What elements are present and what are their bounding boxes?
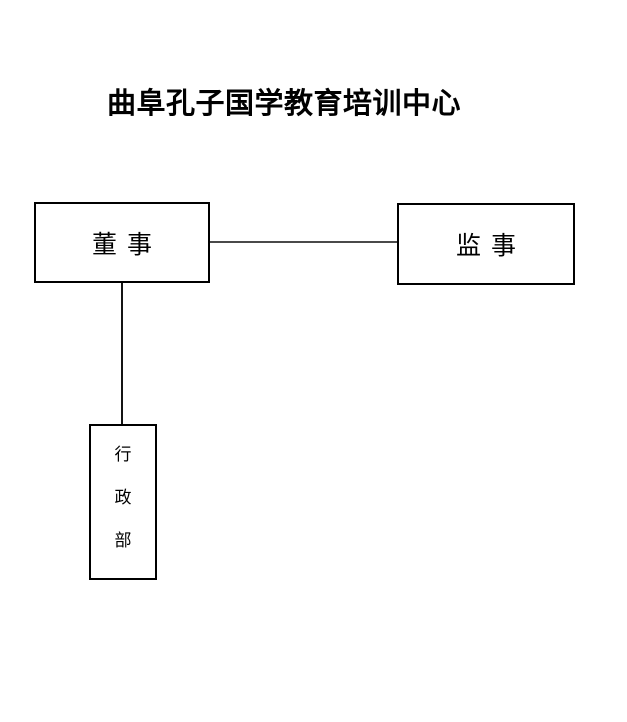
connector-director-admin-dept bbox=[121, 283, 123, 424]
node-admin-dept-char-2: 政 bbox=[114, 488, 132, 507]
connector-director-supervisor bbox=[210, 241, 397, 243]
node-director-label: 董事 bbox=[91, 231, 162, 259]
page-title: 曲阜孔子国学教育培训中心 bbox=[107, 88, 462, 120]
node-director: 董事 bbox=[34, 202, 210, 283]
node-admin-dept-char-1: 行 bbox=[114, 445, 132, 464]
node-admin-dept: 行 政 部 bbox=[89, 424, 157, 580]
node-supervisor-label: 监事 bbox=[455, 233, 526, 260]
node-supervisor: 监事 bbox=[397, 203, 575, 285]
node-admin-dept-char-3: 部 bbox=[114, 531, 132, 550]
